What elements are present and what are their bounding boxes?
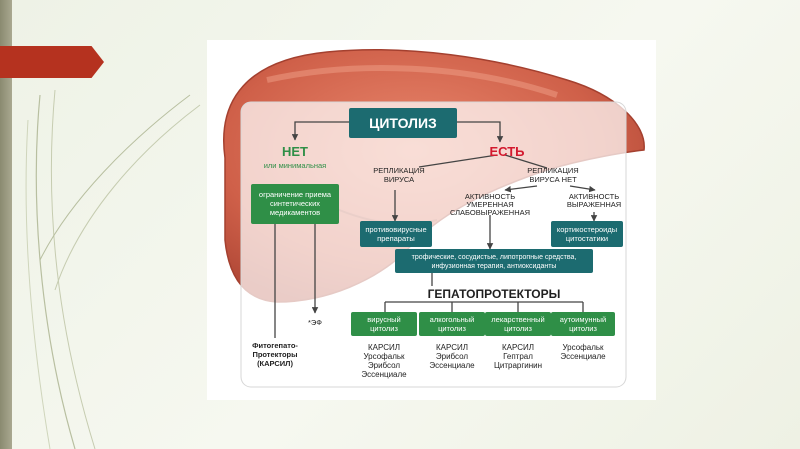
drug-item: Эссенциале	[429, 361, 475, 370]
antivirals-line-2: препараты	[377, 234, 415, 243]
phyto-line-1: Фитогепато-	[252, 341, 298, 350]
activity-moderate-line-3: СЛАБОВЫРАЖЕННАЯ	[450, 208, 530, 217]
corticosteroids-line-2: цитостатики	[566, 234, 608, 243]
activity-expressed-line-1: АКТИВНОСТЬ	[569, 192, 619, 201]
yes-label: ЕСТЬ	[489, 144, 524, 159]
replication-no-line-2: ВИРУСА НЕТ	[529, 175, 577, 184]
trophic-line-1: трофические, сосудистые, липотропные сре…	[412, 254, 577, 261]
drug-item: Эссенциале	[560, 352, 606, 361]
replication-no-line-1: РЕПЛИКАЦИЯ	[527, 166, 578, 175]
category-title-line-2: цитолиз	[569, 324, 597, 333]
title-arrow-shape	[0, 46, 104, 78]
drug-item: Эссенциале	[361, 370, 407, 379]
corticosteroids-box	[551, 221, 623, 247]
no-subtitle: или минимальная	[264, 161, 327, 170]
limit-drugs-line-3: медикаментов	[270, 208, 320, 217]
drug-item: Эрибсол	[436, 352, 469, 361]
limit-drugs-line-1: ограничение приема	[259, 190, 332, 199]
category-box	[551, 312, 615, 336]
phyto-line-2: Протекторы	[252, 350, 297, 359]
corticosteroids-line-1: кортикостероиды	[557, 225, 617, 234]
replication-yes-line-1: РЕПЛИКАЦИЯ	[373, 166, 424, 175]
drug-item: Гептрал	[503, 352, 533, 361]
drug-item: Урсофальк	[363, 352, 405, 361]
trophic-line-2: инфузионная терапия, антиоксиданты	[432, 263, 557, 270]
figure: ЦИТОЛИЗ НЕТ или минимальная ЕСТЬ РЕПЛИКА…	[207, 40, 656, 400]
hepatoprotectors-title: ГЕПАТОПРОТЕКТОРЫ	[428, 287, 561, 301]
category-title-line-1: вирусный	[367, 315, 400, 324]
left-accent-bar	[0, 0, 12, 449]
category-title-line-1: алкогольный	[430, 315, 475, 324]
drug-item: КАРСИЛ	[502, 343, 534, 352]
activity-expressed-line-2: ВЫРАЖЕННАЯ	[567, 200, 621, 209]
cytolysis-box	[349, 108, 457, 138]
category-title-line-2: цитолиз	[370, 324, 398, 333]
cytolysis-label: ЦИТОЛИЗ	[369, 115, 437, 131]
category-drug-induced: лекарственный цитолиз КАРСИЛ Гептрал Цит…	[485, 312, 551, 370]
antivirals-line-1: противовирусные	[365, 225, 426, 234]
no-label: НЕТ	[282, 144, 308, 159]
category-title-line-2: цитолиз	[438, 324, 466, 333]
drug-item: КАРСИЛ	[368, 343, 400, 352]
category-alcoholic: алкогольный цитолиз КАРСИЛ Эрибсол Эссен…	[419, 312, 485, 370]
category-viral: вирусный цитолиз КАРСИЛ Урсофальк Эрибсо…	[351, 312, 417, 379]
category-box	[351, 312, 417, 336]
activity-moderate-line-1: АКТИВНОСТЬ	[465, 192, 515, 201]
category-title-line-1: аутоимунный	[560, 315, 606, 324]
activity-moderate-line-2: УМЕРЕННАЯ	[466, 200, 513, 209]
replication-yes-line-2: ВИРУСА	[384, 175, 414, 184]
category-box	[485, 312, 551, 336]
diagram-svg: ЦИТОЛИЗ НЕТ или минимальная ЕСТЬ РЕПЛИКА…	[223, 48, 645, 388]
category-title-line-2: цитолиз	[504, 324, 532, 333]
category-box	[419, 312, 485, 336]
drug-item: Эрибсол	[368, 361, 401, 370]
decorative-curves	[25, 89, 201, 449]
trophic-box	[395, 249, 593, 273]
drug-item: КАРСИЛ	[436, 343, 468, 352]
connectors	[274, 121, 598, 338]
antivirals-box	[360, 221, 432, 247]
category-title-line-1: лекарственный	[491, 315, 544, 324]
category-autoimmune: аутоимунный цитолиз Урсофальк Эссенциале	[551, 312, 615, 361]
phyto-line-3: (КАРСИЛ)	[257, 359, 293, 368]
drug-item: Урсофальк	[562, 343, 604, 352]
drug-item: Цитраргинин	[494, 361, 542, 370]
limit-drugs-line-2: синтетических	[270, 199, 320, 208]
ef-label: *ЭФ	[308, 318, 322, 327]
limit-drugs-box	[251, 184, 339, 224]
